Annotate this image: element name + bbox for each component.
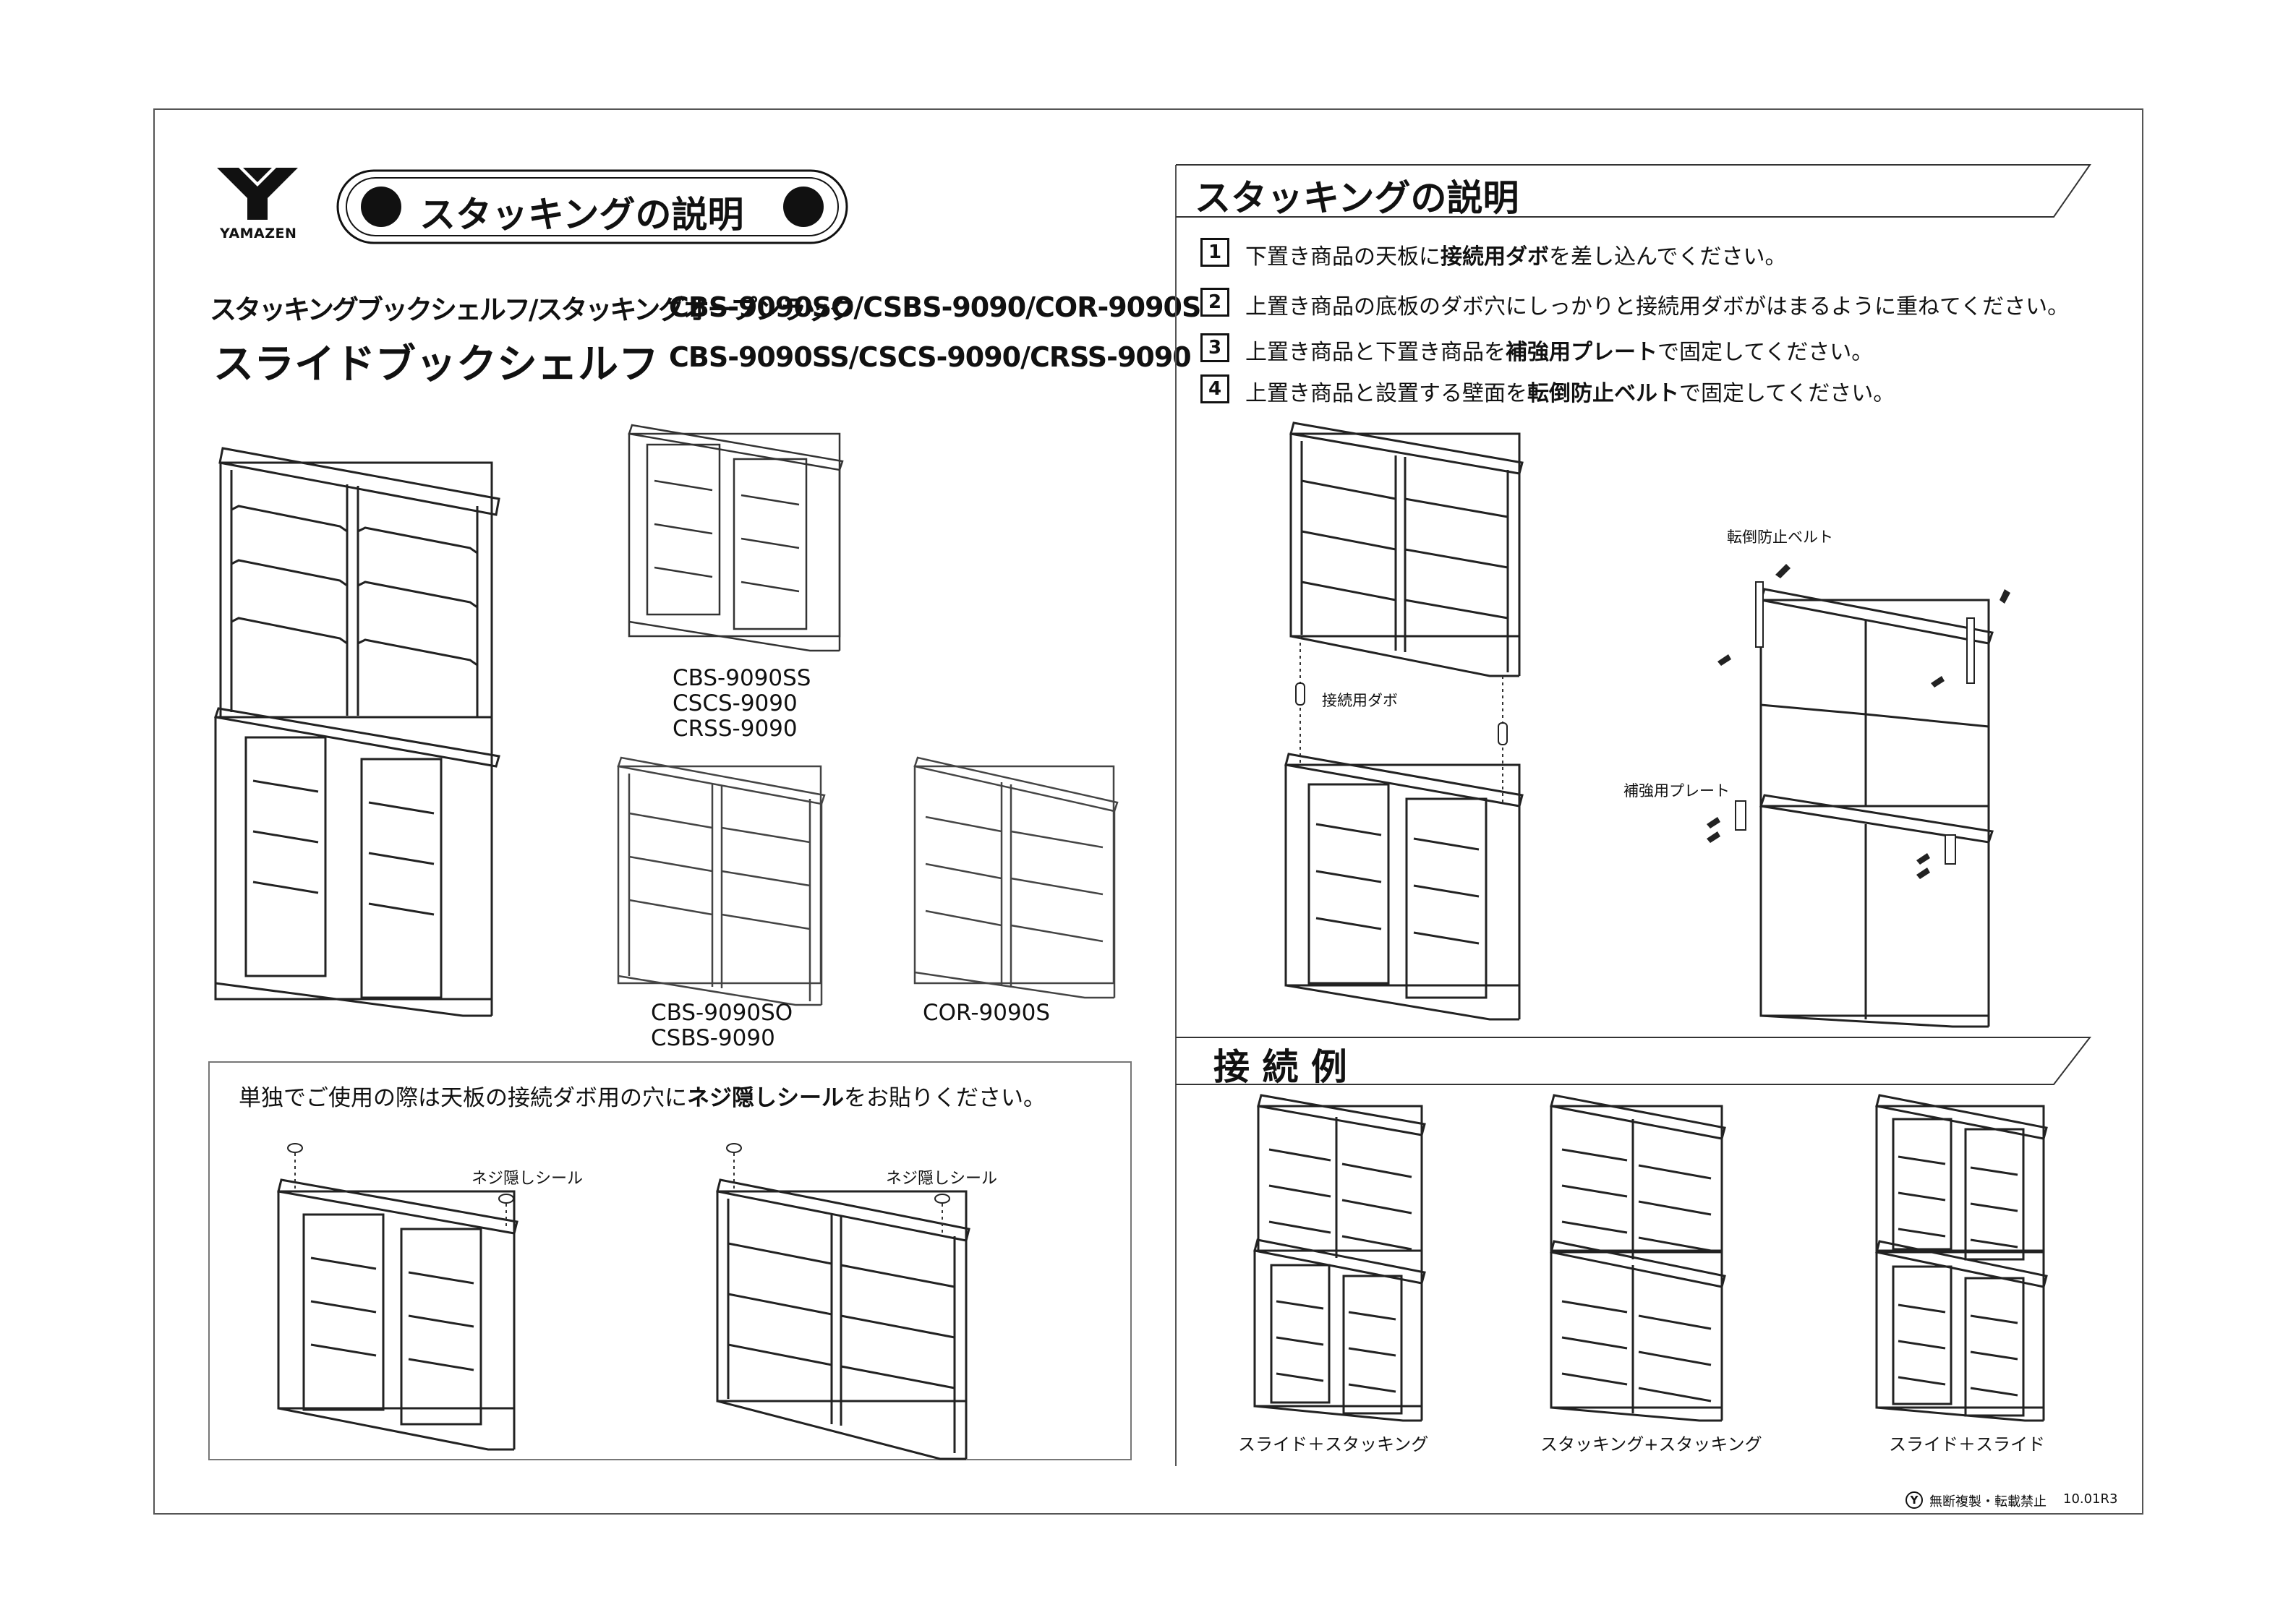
page-frame: [153, 108, 2143, 1515]
right-divider: [1175, 165, 1177, 1466]
logo-text: YAMAZEN: [220, 226, 297, 241]
note-text-pre: 単独でご使用の際は天板の接続ダボ用の穴に: [239, 1085, 687, 1111]
step-4-text: 上置き商品と設置する壁面を転倒防止ベルトで固定してください。: [1245, 375, 1895, 407]
step-4-text-bold: 転倒防止ベルト: [1527, 381, 1679, 406]
example-caption-1: スライド＋スタッキング: [1238, 1434, 1429, 1455]
note-text-bold: ネジ隠しシール: [687, 1085, 844, 1111]
examples-section-title: 接 続 例: [1213, 1046, 1347, 1088]
dowel-icon: [1295, 682, 1508, 745]
open-model-label: COR-9090S: [923, 1000, 1051, 1026]
stacking-section-title: スタッキングの説明: [1195, 177, 1519, 219]
stack-model-label-2: CSBS-9090: [651, 1025, 775, 1051]
step-3-number: 3: [1200, 333, 1229, 362]
banner-title: スタッキングの説明: [419, 194, 744, 236]
screw-icon: [1707, 564, 2010, 879]
note-text-post: をお貼りください。: [844, 1085, 1046, 1111]
note-panel: [208, 1061, 1132, 1460]
step-1-text-post: を差し込んでください。: [1549, 244, 1787, 270]
step-4-text-post: で固定してください。: [1679, 381, 1895, 406]
dowel-label: 接続用ダボ: [1322, 692, 1398, 709]
step-3-text: 上置き商品と下置き商品を補強用プレートで固定してください。: [1245, 334, 1873, 366]
step-2-text: 上置き商品の底板のダボ穴にしっかりと接続用ダボがはまるように重ねてください。: [1245, 288, 2069, 320]
plate-label: 補強用プレート: [1623, 782, 1730, 800]
step-3-text-post: で固定してください。: [1657, 340, 1874, 365]
product-line2-name: スライドブックシェルフ: [213, 341, 659, 388]
product-line1-name: スタッキングブックシェルフ/スタッキングオープンラック: [210, 294, 855, 325]
note-text: 単独でご使用の際は天板の接続ダボ用の穴にネジ隠しシールをお貼りください。: [239, 1079, 1046, 1112]
step-4-text-pre: 上置き商品と設置する壁面を: [1245, 381, 1527, 406]
step-2-number: 2: [1200, 288, 1229, 317]
step-3-text-bold: 補強用プレート: [1506, 340, 1657, 365]
step-4-number: 4: [1200, 374, 1229, 403]
step-2-text-pre: 上置き商品の底板のダボ穴にしっかりと接続用ダボがはまるように重ねてください。: [1245, 294, 2070, 320]
slide-model-label-3: CRSS-9090: [673, 716, 798, 742]
product-line2-models: CBS-9090SS/CSCS-9090/CRSS-9090: [669, 341, 1192, 373]
stack-model-label-1: CBS-9090SO: [651, 1000, 793, 1026]
belt-label: 転倒防止ベルト: [1727, 528, 1833, 546]
product-line1-models: CBS-9090SO/CSBS-9090/COR-9090S: [669, 291, 1201, 323]
example-caption-2: スタッキング+スタッキング: [1540, 1434, 1762, 1455]
step-1-text-pre: 下置き商品の天板に: [1245, 244, 1441, 270]
sticker-label-right: ネジ隠しシール: [886, 1170, 998, 1188]
logo-mark-icon: [217, 168, 298, 220]
copyright-mark-icon: Y: [1905, 1491, 1923, 1509]
footer-copyright: 無断複製・転載禁止: [1929, 1494, 2047, 1509]
footer-code: 10.01R3: [2063, 1491, 2118, 1507]
title-banner: スタッキングの説明: [336, 168, 850, 247]
sticker-label-left: ネジ隠しシール: [471, 1170, 584, 1188]
slide-model-label-2: CSCS-9090: [673, 690, 798, 716]
banner-shape: [336, 169, 848, 244]
slide-model-label-1: CBS-9090SS: [673, 665, 811, 691]
step-1-text: 下置き商品の天板に接続用ダボを差し込んでください。: [1245, 239, 1787, 270]
example-caption-3: スライド＋スライド: [1889, 1434, 2045, 1455]
step-1-number: 1: [1200, 238, 1229, 267]
step-3-text-pre: 上置き商品と下置き商品を: [1245, 340, 1506, 365]
step-1-text-bold: 接続用ダボ: [1441, 244, 1549, 270]
yamazen-logo: YAMAZEN: [214, 163, 301, 243]
